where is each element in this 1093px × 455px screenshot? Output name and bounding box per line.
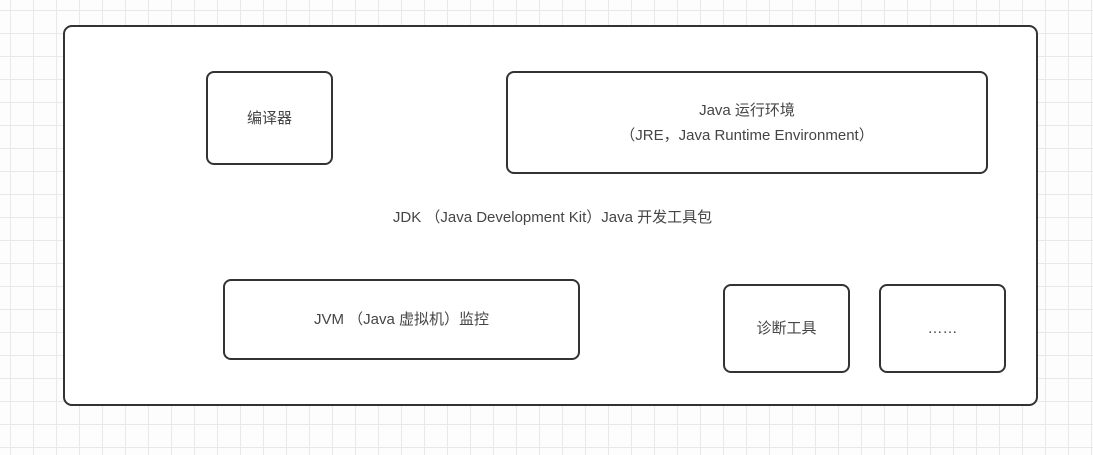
more-box-label: …… <box>927 320 958 337</box>
more-box[interactable]: …… <box>879 284 1006 373</box>
jdk-container-box[interactable]: 编译器 Java 运行环境 （JRE，Java Runtime Environm… <box>63 25 1038 406</box>
jre-box[interactable]: Java 运行环境 （JRE，Java Runtime Environment） <box>506 71 988 174</box>
compiler-box-label: 编译器 <box>246 109 292 127</box>
diagnostic-tools-box-label: 诊断工具 <box>756 320 817 337</box>
jvm-box[interactable]: JVM （Java 虚拟机）监控 <box>223 279 580 360</box>
jvm-box-label: JVM （Java 虚拟机）监控 <box>313 311 490 328</box>
diagnostic-tools-box[interactable]: 诊断工具 <box>723 284 850 373</box>
jre-box-label: Java 运行环境 （JRE，Java Runtime Environment） <box>620 101 874 144</box>
compiler-box[interactable]: 编译器 <box>206 71 333 165</box>
jdk-caption-text: JDK （Java Development Kit）Java 开发工具包 <box>392 209 713 226</box>
jdk-caption-label: JDK （Java Development Kit）Java 开发工具包 <box>65 207 1040 229</box>
